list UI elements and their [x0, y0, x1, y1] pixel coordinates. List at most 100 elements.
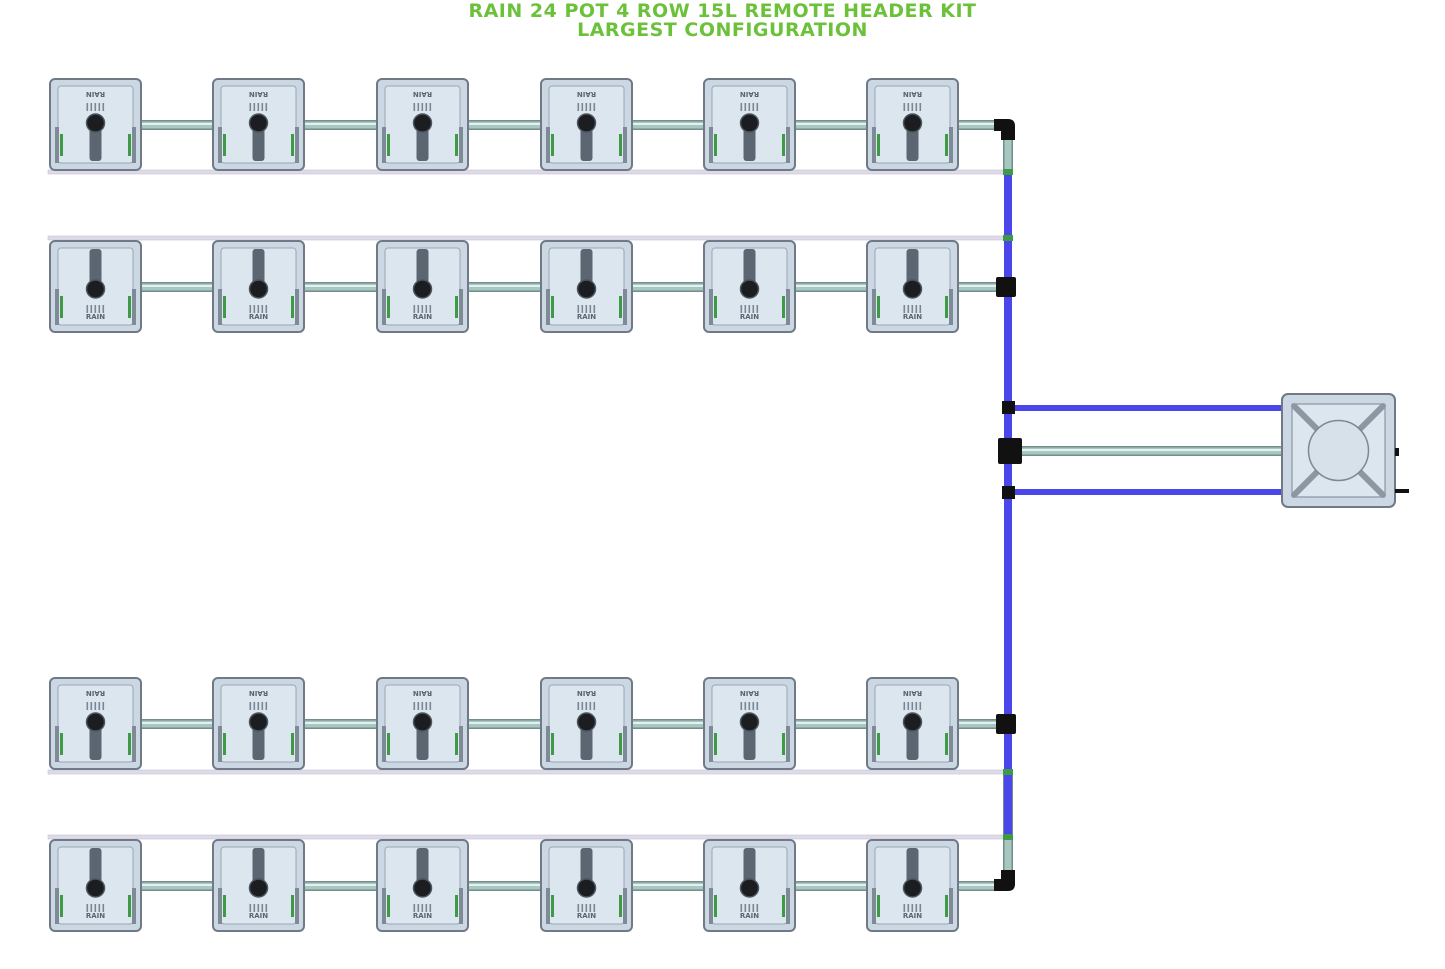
title-line-2: LARGEST CONFIGURATION [577, 19, 868, 41]
header-pipe-top [1003, 125, 1013, 172]
header-clip-2 [1003, 235, 1013, 241]
pot-drip-hole [248, 113, 269, 133]
pot-label: RAIN [413, 313, 432, 321]
pot-label: RAIN [903, 689, 922, 697]
pot-r4-c6: RAIN [866, 839, 959, 932]
pot-drip-hole [412, 113, 433, 133]
tank-feed-line-top [1015, 405, 1282, 411]
pot-drip-hole [412, 279, 433, 299]
pot-drip-hole [412, 878, 433, 898]
pot-drip-hole [85, 279, 106, 299]
pot-label: RAIN [740, 689, 759, 697]
pot-r4-c3: RAIN [376, 839, 469, 932]
pot-r1-c3: RAIN [376, 78, 469, 171]
pot-r1-c5: RAIN [703, 78, 796, 171]
drain-line-row-2 [47, 235, 1009, 241]
tank-feed-line-bottom [1015, 489, 1282, 495]
row-pipe-1 [50, 120, 1008, 130]
pot-drip-hole [576, 712, 597, 732]
title-line-1: RAIN 24 POT 4 ROW 15L REMOTE HEADER KIT [468, 0, 977, 22]
pot-label: RAIN [413, 90, 432, 98]
pot-drip-hole [248, 712, 269, 732]
pot-label: RAIN [740, 912, 759, 920]
pot-label: RAIN [577, 313, 596, 321]
pot-r2-c2: RAIN [212, 240, 305, 333]
pot-label: RAIN [577, 689, 596, 697]
pot-label: RAIN [249, 689, 268, 697]
pot-r4-c1: RAIN [49, 839, 142, 932]
pot-label: RAIN [577, 90, 596, 98]
pot-r2-c4: RAIN [540, 240, 633, 333]
pot-label: RAIN [903, 313, 922, 321]
pot-drip-hole [902, 712, 923, 732]
pot-r2-c3: RAIN [376, 240, 469, 333]
tank-lid-ribs [1291, 403, 1386, 498]
pot-label: RAIN [413, 689, 432, 697]
pot-label: RAIN [249, 313, 268, 321]
header-pipe-bottom [1003, 837, 1013, 884]
pot-label: RAIN [740, 90, 759, 98]
pot-connection-pipes [50, 120, 1008, 891]
pot-label: RAIN [86, 912, 105, 920]
pot-r3-c2: RAIN [212, 677, 305, 770]
pot-grid: RAIN RAIN RAIN RAIN RAIN RAIN RAIN RAIN RAIN RAIN… [49, 78, 959, 932]
elbow-fitting-top [994, 119, 1015, 140]
remote-reservoir-tank [1281, 393, 1409, 508]
pot-drip-hole [902, 878, 923, 898]
pot-r4-c2: RAIN [212, 839, 305, 932]
pot-drip-hole [576, 878, 597, 898]
pot-drip-hole [902, 113, 923, 133]
pot-r3-c1: RAIN [49, 677, 142, 770]
elbow-fitting-bottom [994, 870, 1015, 891]
row-pipe-2 [50, 282, 1008, 292]
pot-r1-c6: RAIN [866, 78, 959, 171]
pot-drip-hole [902, 279, 923, 299]
pot-label: RAIN [86, 313, 105, 321]
pot-r3-c5: RAIN [703, 677, 796, 770]
pot-r2-c1: RAIN [49, 240, 142, 333]
drain-lines [47, 169, 1009, 840]
pot-drip-hole [739, 113, 760, 133]
pot-r3-c4: RAIN [540, 677, 633, 770]
tank-feed-fitting-bottom [1002, 486, 1015, 499]
pot-r2-c6: RAIN [866, 240, 959, 333]
pot-drip-hole [85, 113, 106, 133]
pot-label: RAIN [740, 313, 759, 321]
header-feed-line [1004, 172, 1012, 837]
vertical-header-manifold [994, 119, 1282, 891]
tee-fitting-1 [996, 277, 1016, 297]
pot-label: RAIN [903, 912, 922, 920]
pot-r1-c1: RAIN [49, 78, 142, 171]
pot-drip-hole [576, 113, 597, 133]
header-clip-1 [1003, 169, 1013, 175]
pot-drip-hole [412, 712, 433, 732]
pot-r4-c5: RAIN [703, 839, 796, 932]
tank-tee-fitting [998, 438, 1022, 464]
pot-r3-c3: RAIN [376, 677, 469, 770]
drain-line-row-3 [47, 769, 1009, 775]
tank-outlet-upper [1395, 448, 1399, 456]
row-pipe-4 [50, 881, 1008, 891]
pot-label: RAIN [903, 90, 922, 98]
pot-drip-hole [739, 712, 760, 732]
row-pipe-3 [50, 719, 1008, 729]
pot-label: RAIN [413, 912, 432, 920]
pot-drip-hole [739, 878, 760, 898]
header-clip-3 [1003, 769, 1013, 775]
pot-drip-hole [248, 279, 269, 299]
tank-feed-fitting-top [1002, 401, 1015, 414]
diagram-title: RAIN 24 POT 4 ROW 15L REMOTE HEADER KIT … [0, 2, 1445, 40]
tee-fitting-2 [996, 714, 1016, 734]
pot-drip-hole [85, 878, 106, 898]
drain-line-row-1 [47, 169, 1009, 175]
pot-r1-c2: RAIN [212, 78, 305, 171]
pot-drip-hole [739, 279, 760, 299]
pot-r3-c6: RAIN [866, 677, 959, 770]
pot-label: RAIN [249, 90, 268, 98]
header-clip-4 [1003, 834, 1013, 840]
pot-drip-hole [576, 279, 597, 299]
pot-label: RAIN [86, 90, 105, 98]
pot-r4-c4: RAIN [540, 839, 633, 932]
pot-drip-hole [85, 712, 106, 732]
